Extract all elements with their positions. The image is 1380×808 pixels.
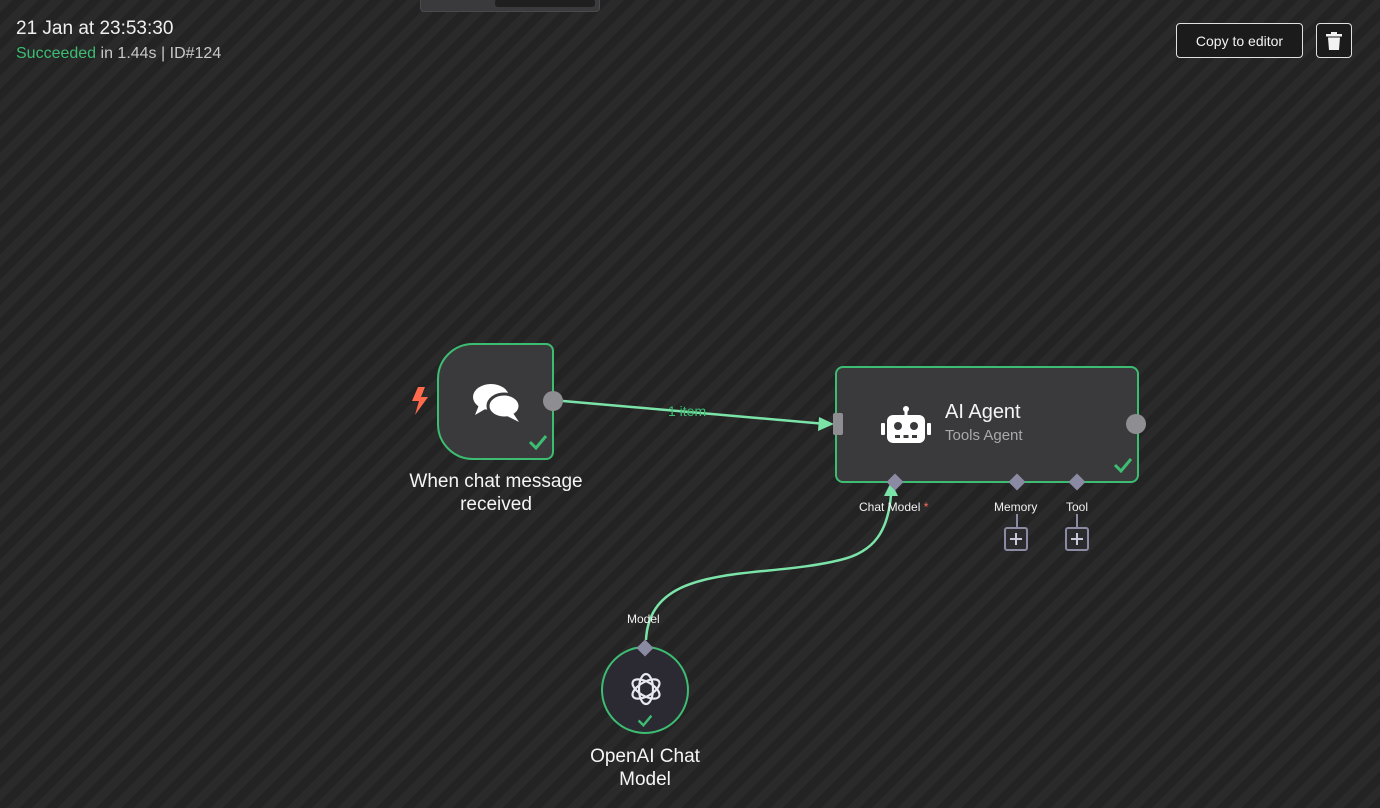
memory-stem [1016,514,1018,528]
add-tool-button[interactable] [1065,527,1089,551]
plus-icon [1010,533,1022,545]
trigger-label-line1: When chat message [409,471,583,492]
edge-model-to-agent [644,494,893,641]
delete-execution-button[interactable] [1316,23,1352,58]
edge-item-count: 1 item [668,403,707,419]
copy-to-editor-button[interactable]: Copy to editor [1176,23,1303,58]
openai-node-label: OpenAI Chat Model [555,745,735,791]
openai-icon [631,672,661,706]
node-when-chat-message-received[interactable] [437,343,554,460]
status-succeeded: Succeeded [16,45,97,62]
memory-label: Memory [994,500,1038,514]
edge-arrowhead [818,417,834,431]
status-separator: | [161,45,166,62]
openai-label-line2: Model [619,769,671,790]
trigger-bolt-icon [412,387,428,415]
check-icon [1113,458,1133,473]
agent-input-port[interactable] [833,413,843,435]
check-icon [637,714,653,727]
chat-model-text: Chat Model [859,500,921,514]
execution-date: 21 Jan at 23:53:30 [16,18,174,39]
add-memory-button[interactable] [1004,527,1028,551]
trigger-label-line2: received [460,494,532,515]
canvas-tab-handle[interactable] [420,0,600,12]
node-openai-chat-model[interactable] [601,646,689,734]
trigger-node-label: When chat message received [395,470,597,516]
agent-output-port[interactable] [1126,414,1146,434]
required-mark: * [923,500,929,514]
model-output-label: Model [627,612,660,626]
agent-node-subtitle: Tools Agent [945,427,1023,444]
tool-label: Tool [1066,500,1089,514]
openai-label-line1: OpenAI Chat [590,746,700,767]
tab-handle-inner [495,0,595,7]
plus-icon [1071,533,1083,545]
tool-stem [1076,514,1078,528]
chat-bubbles-icon [473,384,522,422]
trigger-output-port[interactable] [543,391,563,411]
execution-status-line: Succeeded in 1.44s | ID#124 [16,45,221,63]
robot-icon [881,406,931,443]
execution-id: ID#124 [169,45,222,62]
chat-model-label: Chat Model * [859,500,928,514]
execution-duration: in 1.44s [100,45,157,62]
agent-node-title: AI Agent [945,401,1021,423]
node-ai-agent[interactable] [835,366,1139,483]
trash-icon [1326,31,1342,50]
check-icon [528,435,548,450]
